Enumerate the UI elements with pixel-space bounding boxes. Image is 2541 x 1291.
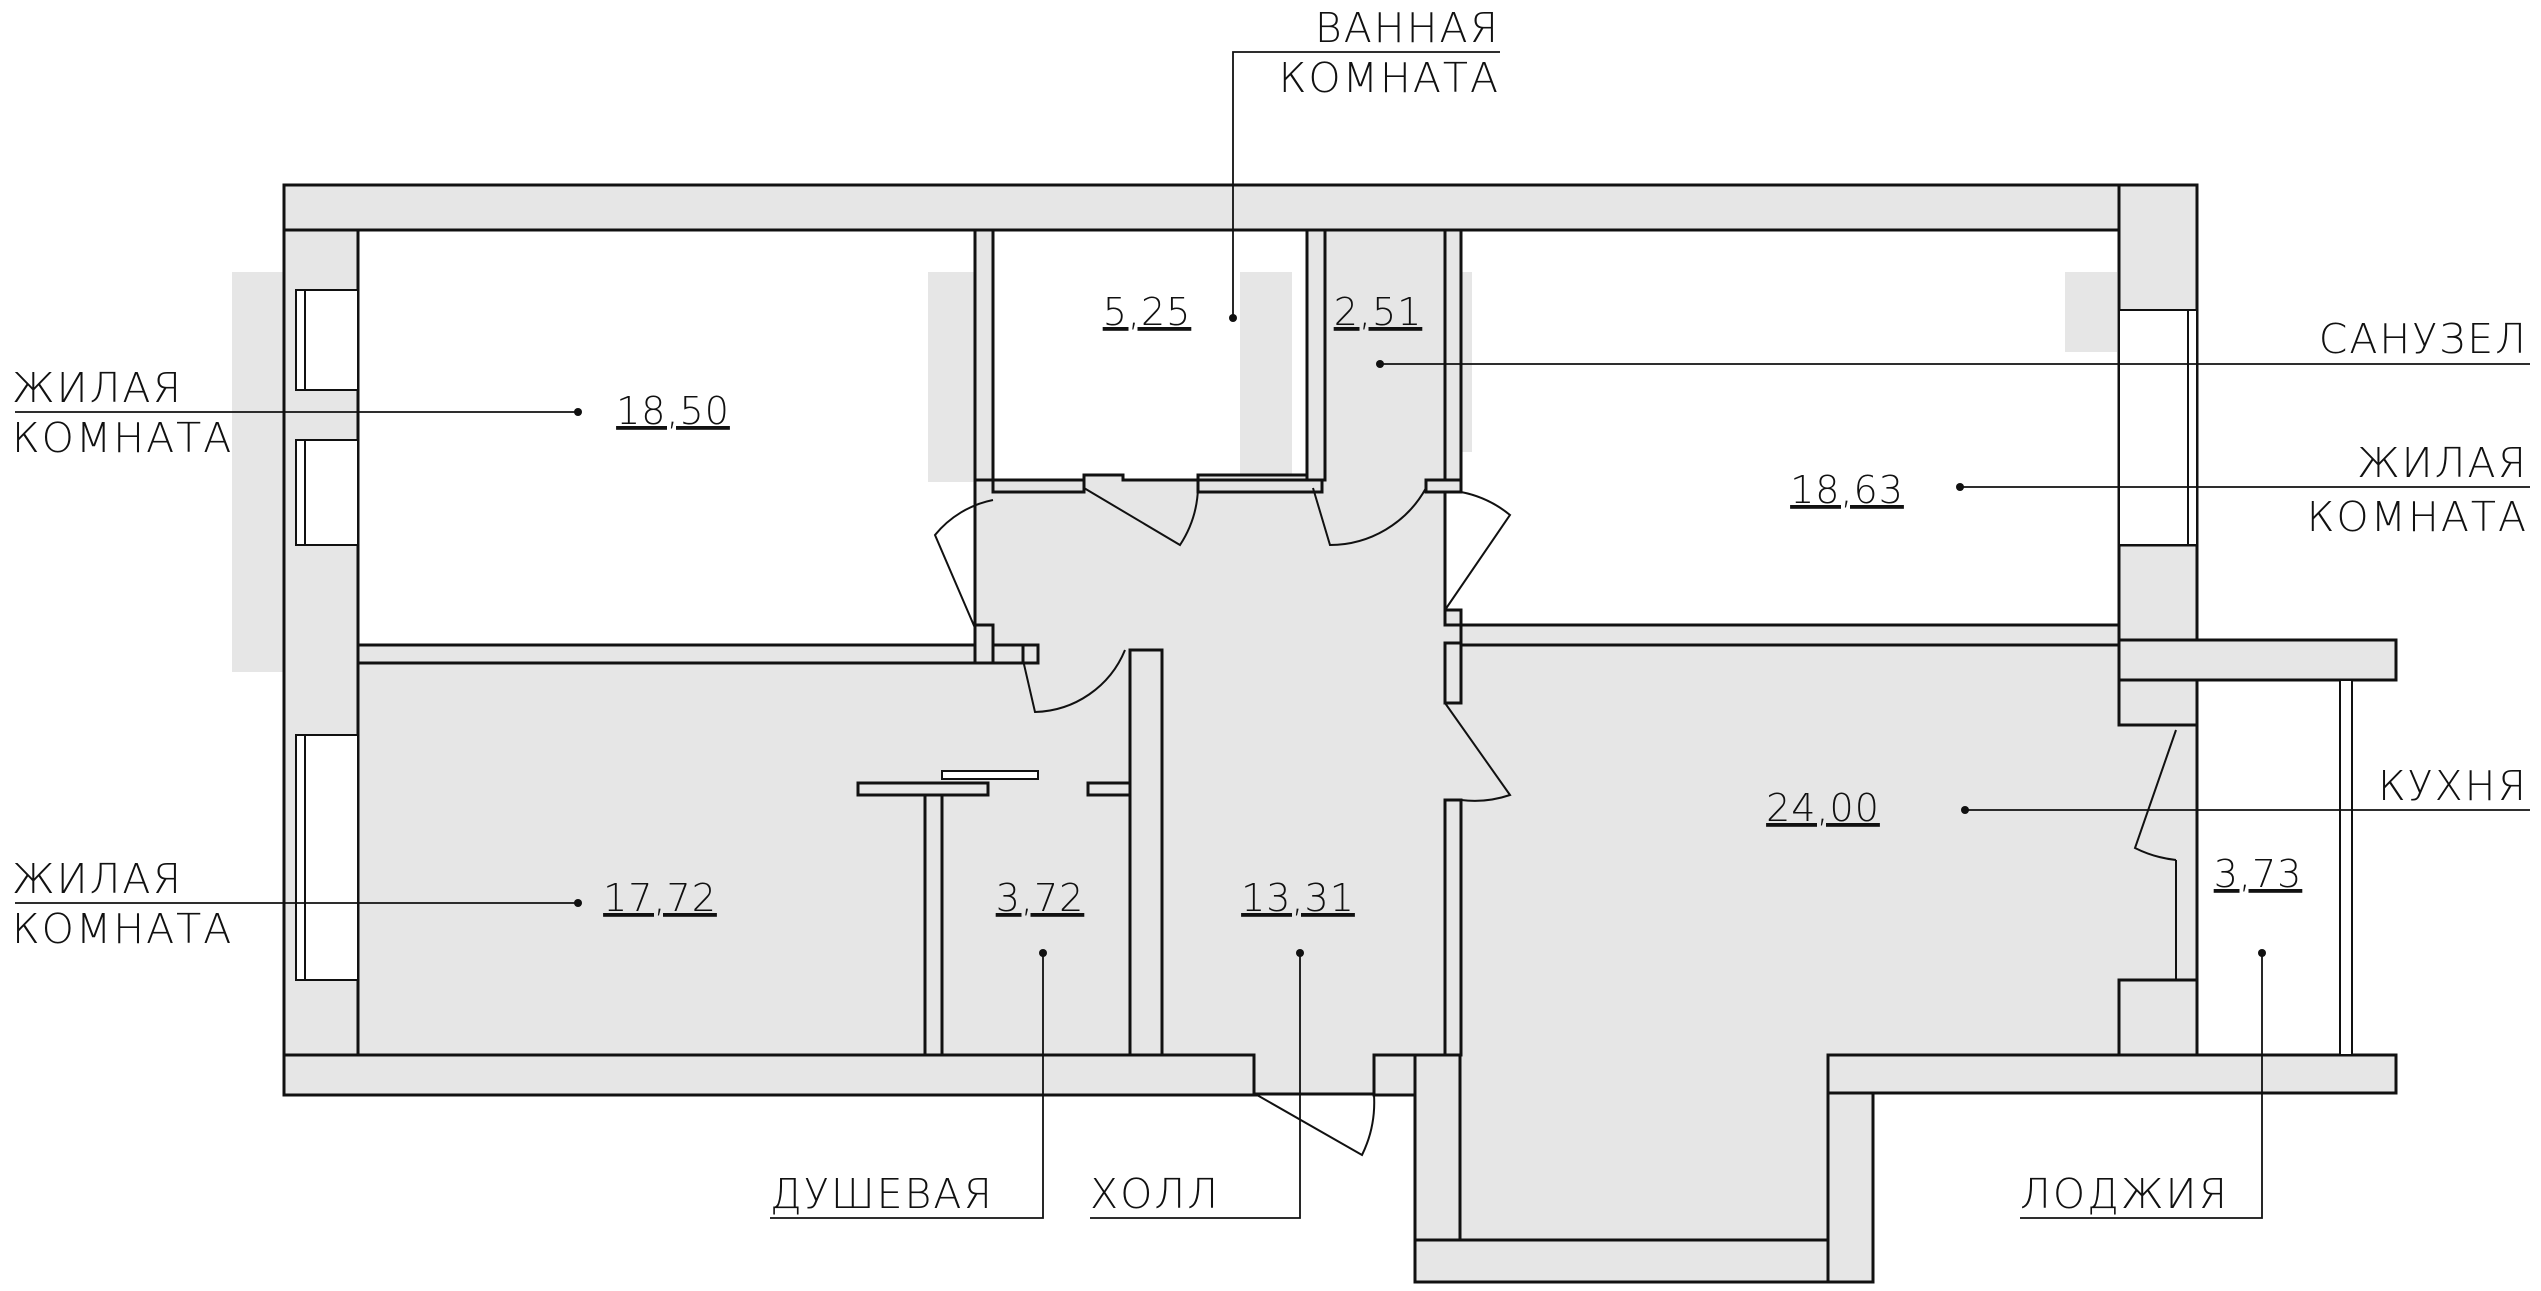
area-wc: 2,51: [1334, 290, 1423, 334]
room-labels: ВАННАЯ КОМНАТА ЖИЛАЯ КОМНАТА САНУЗЕЛ ЖИЛ…: [12, 4, 2528, 1218]
label-living-left2-line2: КОМНАТА: [12, 905, 233, 953]
label-loggia: ЛОДЖИЯ: [2020, 1170, 2229, 1218]
area-bath: 5,25: [1103, 290, 1192, 334]
label-living-left2-line1: ЖИЛАЯ: [12, 855, 183, 903]
window-left-1: [295, 289, 359, 391]
window-left-3: [295, 734, 359, 981]
label-bath-line2: КОМНАТА: [1279, 54, 1500, 102]
label-wc: САНУЗЕЛ: [2319, 315, 2528, 363]
window-right-1: [2118, 309, 2198, 546]
door-swings: [933, 487, 2177, 1157]
label-living-left1-line2: КОМНАТА: [12, 414, 233, 462]
label-bath-line1: ВАННАЯ: [1315, 4, 1500, 52]
label-shower: ДУШЕВАЯ: [770, 1170, 994, 1218]
room-areas: 18,50 5,25 2,51 18,63 17,72 3,72 13,31 2…: [603, 290, 2303, 920]
label-living-left1-line1: ЖИЛАЯ: [12, 364, 183, 412]
area-hall: 13,31: [1241, 876, 1355, 920]
windows: [295, 289, 2353, 1056]
window-left-2: [295, 439, 359, 546]
window-shower: [941, 770, 1039, 780]
area-kitchen: 24,00: [1766, 786, 1880, 830]
area-shower: 3,72: [996, 876, 1085, 920]
label-kitchen: КУХНЯ: [2378, 762, 2528, 810]
area-living-2: 18,63: [1790, 468, 1904, 512]
label-living-right-line1: ЖИЛАЯ: [2357, 439, 2528, 487]
window-right-loggia: [2339, 679, 2353, 1056]
area-loggia: 3,73: [2214, 852, 2303, 896]
label-hall: ХОЛЛ: [1090, 1170, 1220, 1218]
area-living-3: 17,72: [603, 876, 717, 920]
area-living-1: 18,50: [616, 389, 730, 433]
leaders: [15, 51, 2530, 1219]
label-living-right-line2: КОМНАТА: [2307, 493, 2528, 541]
